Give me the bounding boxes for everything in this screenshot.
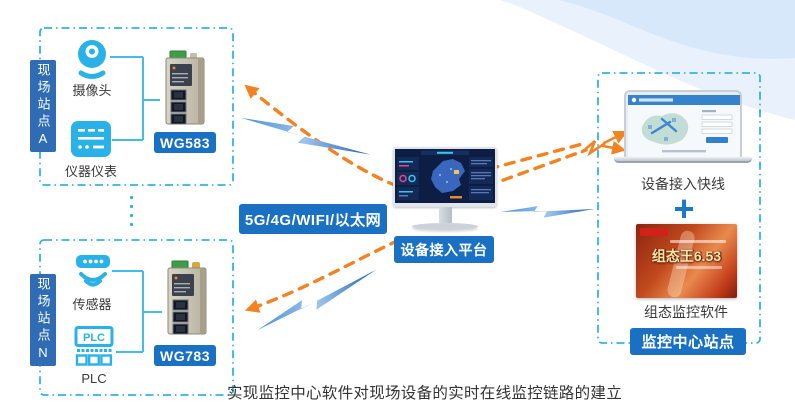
plc-icon: PLC — [71, 326, 117, 368]
kingview-top-line — [670, 240, 726, 243]
laptop-base — [614, 157, 752, 163]
plc-label: PLC — [81, 371, 107, 386]
desktop-dashboard-monitor-image — [391, 147, 499, 230]
webcam-icon — [74, 38, 110, 80]
monitor-screen — [393, 147, 497, 207]
monitor-stand-base — [412, 223, 478, 230]
meter-icon — [70, 120, 112, 158]
wireless-sensor-icon — [73, 254, 113, 292]
diagram-caption: 实现监控中心软件对现场设备的实时在线监控链路的建立 — [227, 385, 623, 402]
software-label: 组态监控软件 — [644, 304, 728, 320]
bolt-lower-left — [257, 269, 377, 330]
arrow-fork-zigzag — [580, 140, 606, 157]
instrument-label: 仪器仪表 — [64, 164, 117, 179]
cloud-shape-mid — [558, 0, 795, 59]
platform-chip: 设备接入平台 — [394, 236, 494, 263]
bolt-right — [500, 206, 595, 218]
gateway-n-chip: WG783 — [154, 345, 216, 366]
site-n-label: 现场站点N — [30, 274, 56, 366]
plus-icon: + — [673, 188, 695, 229]
station-chip: 监控中心站点 — [630, 328, 746, 355]
arrow-platform-to-site-a — [244, 84, 399, 188]
kingview-corner-chip — [640, 228, 668, 236]
laptop-screen — [624, 90, 742, 157]
kingview-bottom-line — [676, 266, 722, 269]
arrow-platform-to-laptop-2 — [485, 148, 588, 188]
kingview-software-box-image: 组态王6.53 — [636, 224, 737, 298]
ellipsis-dots — [130, 196, 133, 232]
monitor-stand-neck — [438, 207, 452, 223]
bolt-upper-left — [241, 117, 371, 155]
laptop-login-screen-image — [613, 90, 753, 163]
gateway-a-chip: WG583 — [154, 132, 216, 153]
arrow-platform-to-site-n — [245, 238, 401, 313]
plc-icon-text: PLC — [83, 332, 105, 344]
sensor-label: 传感器 — [72, 297, 112, 312]
kingview-title: 组态王6.53 — [651, 248, 722, 264]
site-a-label: 现场站点A — [30, 60, 56, 152]
industrial-gateway-wg783-image — [160, 258, 216, 342]
network-chip: 5G/4G/WIFI/以太网 — [239, 204, 387, 234]
industrial-gateway-wg583-image — [158, 48, 214, 132]
camera-label: 摄像头 — [72, 83, 112, 98]
arrow-platform-to-laptop-1 — [487, 141, 588, 171]
